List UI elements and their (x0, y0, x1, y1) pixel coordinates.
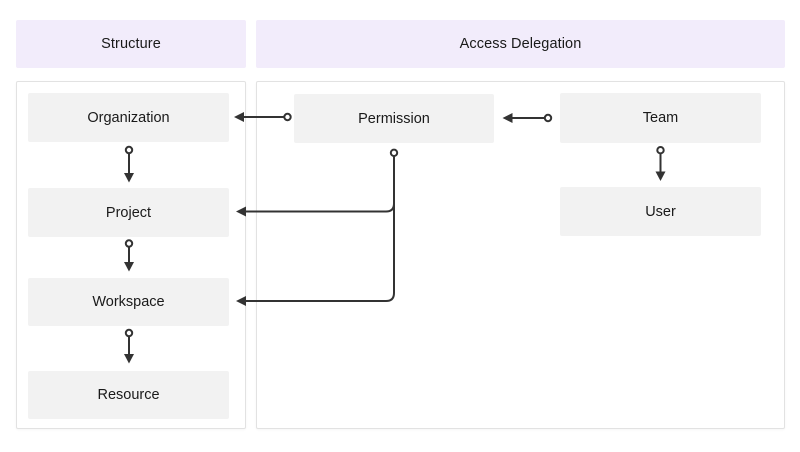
node-organization: Organization (28, 93, 229, 142)
node-team-label: Team (642, 110, 679, 126)
node-project-label: Project (105, 204, 152, 221)
panel-title-structure: Structure (101, 36, 161, 52)
node-organization-label: Organization (87, 109, 170, 126)
node-permission: Permission (294, 94, 494, 143)
node-user-label: User (645, 203, 676, 220)
node-user: User (560, 187, 761, 236)
node-workspace: Workspace (28, 278, 229, 326)
node-permission-label: Permission (358, 110, 430, 127)
panel-header-structure: Structure (16, 20, 246, 68)
node-project: Project (28, 188, 229, 237)
panel-title-access-delegation: Access Delegation (459, 36, 582, 52)
node-resource: Resource (28, 371, 229, 419)
node-workspace-label: Workspace (92, 294, 165, 310)
node-team: Team (560, 93, 761, 143)
node-resource-label: Resource (97, 387, 160, 403)
panel-header-access-delegation: Access Delegation (256, 20, 785, 68)
